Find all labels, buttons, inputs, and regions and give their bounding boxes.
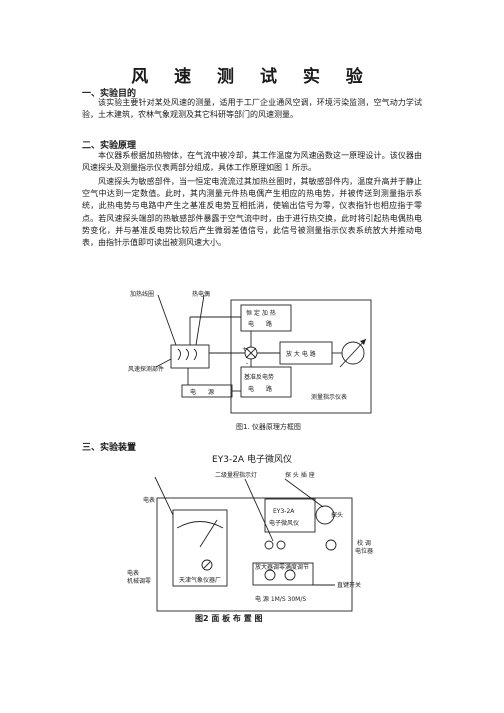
label-zero-adjust-2: 机械调零 [127, 577, 151, 585]
page-title: 风 速 测 试 实 验 [131, 67, 373, 87]
label-probe: 探头 [331, 511, 343, 519]
section-heading-principle: 二、实验原理 [82, 141, 137, 151]
label-probe-socket: 探 头 插 座 [285, 471, 315, 479]
probe-box [170, 344, 210, 369]
label-dc-switch: 直键开关 [337, 581, 361, 589]
section-heading-apparatus: 三、实验装置 [82, 443, 137, 453]
label-reference-2: 电 路 [248, 385, 272, 393]
label-plus: + [242, 346, 247, 353]
range-lamp-2 [276, 540, 286, 550]
label-heater: 加热线圈 [130, 290, 154, 298]
probe-socket-circle [315, 505, 335, 525]
figure2-caption: 图2 面 板 布 置 图 [195, 613, 263, 623]
label-amp-adjust: 放大器调零 [255, 563, 285, 571]
zero-adjust-knob [201, 559, 213, 571]
constant-current-box [240, 304, 292, 332]
reference-emf-box [240, 366, 292, 398]
label-product-name: 电子微风仪 [269, 519, 299, 527]
label-calibration-2: 电位器 [355, 547, 373, 555]
amp-zero-knob [264, 569, 276, 581]
full-scale-knob [284, 569, 296, 581]
label-constant-current-2: 电 路 [248, 320, 272, 328]
principle-paragraph-2: 风速探头为敏感部件，当一恒定电流流过其加热丝圈时，其敏感部件内，温度升高并于静止… [82, 177, 422, 248]
label-amplifier: 放 大 电 路 [286, 350, 316, 358]
label-constant-current-1: 恒 定 加 热 [246, 309, 276, 317]
label-meter: 电表 [143, 496, 155, 504]
label-calibration-1: 校 调 [357, 539, 371, 547]
device-title: EY3-2A 电子微风仪 [212, 455, 292, 465]
range-lamp-1 [264, 540, 274, 550]
meter-box [172, 509, 228, 587]
label-thermocouple: 热电偶 [192, 290, 210, 298]
figure1-caption: 图1. 仪器原理方框图 [236, 422, 301, 431]
indicator-outer-box [230, 299, 372, 414]
label-model: EY3-2A [273, 508, 295, 515]
label-probe-part: 风速探测部件 [128, 365, 164, 373]
nameplate-box [264, 498, 316, 533]
label-range-lamp: 二级量程指示灯 [215, 471, 257, 479]
label-full-adjust: 满度调节 [285, 563, 309, 571]
label-zero-adjust-1: 电表 [127, 569, 139, 577]
label-minus: - [246, 360, 248, 367]
purpose-paragraph: 该实验主要针对某处风速的测量，适用于工厂企业通风空调，环境污染监测，空气动力学试… [82, 98, 422, 120]
block-diagram-figure: 加热线圈 热电偶 恒 定 加 热 电 路 + - 基准反电势 电 路 放 大 电… [128, 290, 372, 431]
label-power: 电 源 [190, 388, 214, 396]
label-reference-1: 基准反电势 [244, 373, 274, 381]
principle-paragraph-1: 本仪器系根据加热物体，在气流中被冷却，其工作温度为风速函数这一原理设计。该仪器由… [82, 151, 422, 173]
section-heading-purpose: 一、实验目的 [82, 89, 137, 99]
panel-outline [156, 497, 353, 612]
calibration-knob [325, 539, 337, 551]
label-indicator: 测量指示仪表 [311, 393, 347, 401]
label-range-switch: 电 源 1M/S 30M/S [255, 595, 306, 603]
panel-layout-figure: 二级量程指示灯 探 头 插 座 电表 EY3-2A 电子微风仪 探头 校 调 电… [127, 471, 373, 623]
label-manufacturer: 天津气象仪器厂 [179, 576, 221, 584]
